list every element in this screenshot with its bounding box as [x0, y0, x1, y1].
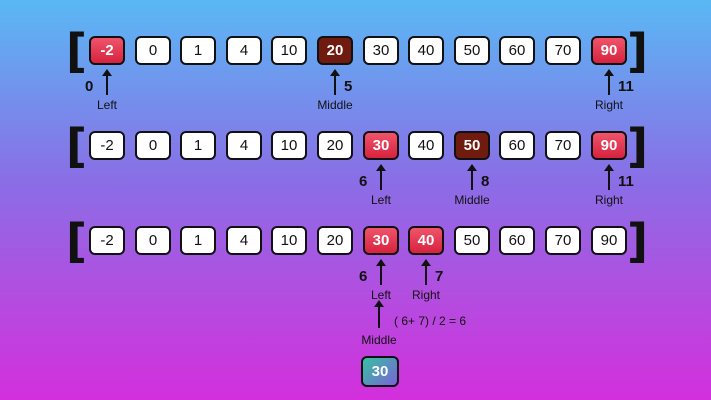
array-cell: 4 [226, 36, 262, 65]
array-cell: 10 [271, 131, 307, 160]
pointer-arrow [604, 69, 614, 95]
midpoint-formula: ( 6+ 7) / 2 = 6 [394, 314, 467, 328]
array-cell: 4 [226, 131, 262, 160]
array-cell: 0 [135, 226, 171, 255]
array-close-bracket: ] [627, 24, 649, 78]
array-cell: 60 [499, 36, 535, 65]
array-cell: 10 [271, 36, 307, 65]
pointer-arrow [330, 69, 340, 95]
array-cell: 40 [408, 131, 444, 160]
pointer-label: Right [594, 193, 623, 207]
array-cell: 50 [454, 226, 490, 255]
array-cell: 0 [135, 131, 171, 160]
pointer-index: 8 [481, 173, 490, 190]
array-close-bracket: ] [627, 214, 649, 268]
pointer-index: 5 [344, 78, 353, 95]
array-cell: 70 [545, 131, 581, 160]
array-cell: 40 [408, 226, 444, 255]
pointer-arrow [467, 164, 477, 190]
array-open-bracket: [ [66, 214, 88, 268]
array-cell: -2 [89, 131, 125, 160]
pointer-index: 7 [435, 268, 444, 285]
array-cell: 20 [317, 131, 353, 160]
array-open-bracket: [ [66, 24, 88, 78]
array-cell: 90 [591, 226, 627, 255]
pointer-label: Middle [317, 98, 353, 112]
pointer-arrow [376, 259, 386, 285]
pointer-arrow [604, 164, 614, 190]
array-cell: 70 [545, 226, 581, 255]
array-cell: 0 [135, 36, 171, 65]
array-cell: -2 [89, 226, 125, 255]
array-cell: 30 [363, 226, 399, 255]
pointer-label: Right [594, 98, 623, 112]
array-cell: 60 [499, 131, 535, 160]
array-open-bracket: [ [66, 119, 88, 173]
array-cell: 1 [180, 131, 216, 160]
pointer-label: Left [370, 193, 391, 207]
pointer-index: 0 [85, 78, 94, 95]
array-close-bracket: ] [627, 119, 649, 173]
pointer-index: 6 [359, 173, 368, 190]
pointer-arrow [421, 259, 431, 285]
array-cell: 20 [317, 226, 353, 255]
middle-pointer-label: Middle [361, 333, 397, 347]
array-cell: 1 [180, 36, 216, 65]
array-cell: 4 [226, 226, 262, 255]
array-cell: 50 [454, 36, 490, 65]
array-cell: 60 [499, 226, 535, 255]
array-cell: 20 [317, 36, 353, 65]
pointer-label: Left [370, 288, 391, 302]
array-cell: 40 [408, 36, 444, 65]
pointer-index: 11 [618, 78, 634, 95]
array-cell: 1 [180, 226, 216, 255]
pointer-index: 6 [359, 268, 368, 285]
pointer-arrow [102, 69, 112, 95]
array-cell: 50 [454, 131, 490, 160]
pointer-arrow [376, 164, 386, 190]
array-cell: 30 [363, 36, 399, 65]
pointer-label: Middle [454, 193, 490, 207]
result-box: 30 [361, 356, 399, 387]
array-cell: 70 [545, 36, 581, 65]
array-cell: 30 [363, 131, 399, 160]
middle-pointer-arrow [374, 300, 384, 328]
pointer-index: 11 [618, 173, 634, 190]
array-cell: 90 [591, 131, 627, 160]
array-cell: -2 [89, 36, 125, 65]
pointer-label: Right [411, 288, 440, 302]
array-cell: 90 [591, 36, 627, 65]
pointer-label: Left [96, 98, 117, 112]
array-cell: 10 [271, 226, 307, 255]
